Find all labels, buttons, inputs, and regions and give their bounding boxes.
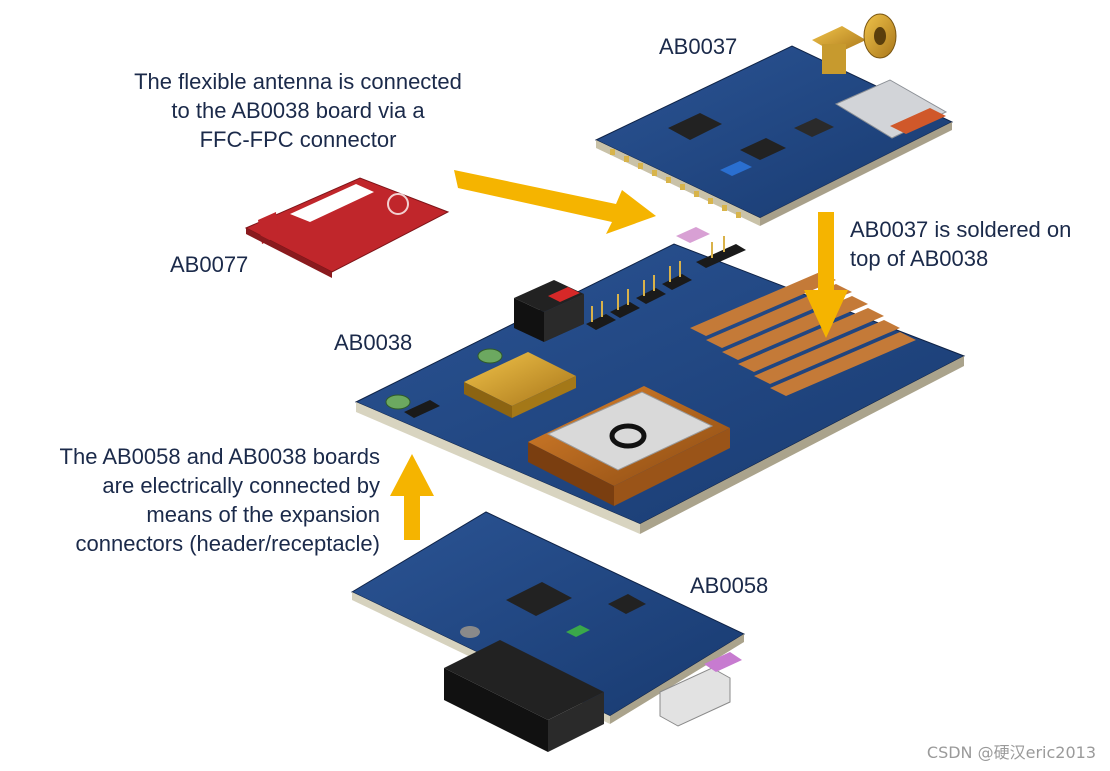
watermark: CSDN @硬汉eric2013 bbox=[926, 743, 1096, 762]
callout-antenna: The flexible antenna is connected to the… bbox=[118, 67, 478, 154]
callout-expansion-line-1: The AB0058 and AB0038 boards bbox=[59, 444, 380, 469]
arrows bbox=[390, 170, 848, 540]
callout-expansion-line-2: are electrically connected by bbox=[102, 473, 380, 498]
callout-expansion: The AB0058 and AB0038 boards are electri… bbox=[10, 442, 380, 558]
callout-antenna-line-3: FFC-FPC connector bbox=[199, 127, 397, 152]
label-ab0058: AB0058 bbox=[690, 573, 769, 598]
callout-soldered-line-2: top of AB0038 bbox=[850, 246, 989, 271]
ab0038-gold-shield bbox=[464, 352, 576, 418]
arrow-ab0037-to-ab0038 bbox=[804, 212, 848, 338]
ab0038-power-connector bbox=[514, 280, 584, 342]
callout-expansion-line-4: connectors (header/receptacle) bbox=[75, 531, 381, 556]
label-ab0077: AB0077 bbox=[170, 252, 249, 277]
callout-antenna-line-1: The flexible antenna is connected bbox=[134, 69, 462, 94]
ab0038-pin-headers bbox=[404, 244, 746, 418]
ab0077-antenna bbox=[244, 177, 450, 278]
label-ab0037: AB0037 bbox=[659, 34, 738, 59]
arrow-antenna-to-ab0038 bbox=[454, 170, 656, 234]
ab0037-edge-pads bbox=[610, 149, 741, 218]
callout-soldered: AB0037 is soldered on top of AB0038 bbox=[850, 215, 1100, 273]
callout-expansion-line-3: means of the expansion bbox=[146, 502, 380, 527]
label-ab0038: AB0038 bbox=[334, 330, 413, 355]
callout-soldered-line-1: AB0037 is soldered on bbox=[850, 217, 1072, 242]
ab0038-gps-patch-antenna bbox=[528, 386, 730, 506]
arrow-ab0058-to-ab0038 bbox=[390, 454, 434, 540]
callout-antenna-line-2: to the AB0038 board via a bbox=[171, 98, 425, 123]
ab0038-board bbox=[354, 227, 966, 534]
sma-connector bbox=[812, 13, 897, 74]
ab0038-header-pins bbox=[591, 236, 725, 322]
ab0037-board bbox=[594, 13, 954, 226]
ab0058-expansion-receptacle bbox=[444, 640, 604, 752]
ab0058-board bbox=[350, 511, 746, 752]
